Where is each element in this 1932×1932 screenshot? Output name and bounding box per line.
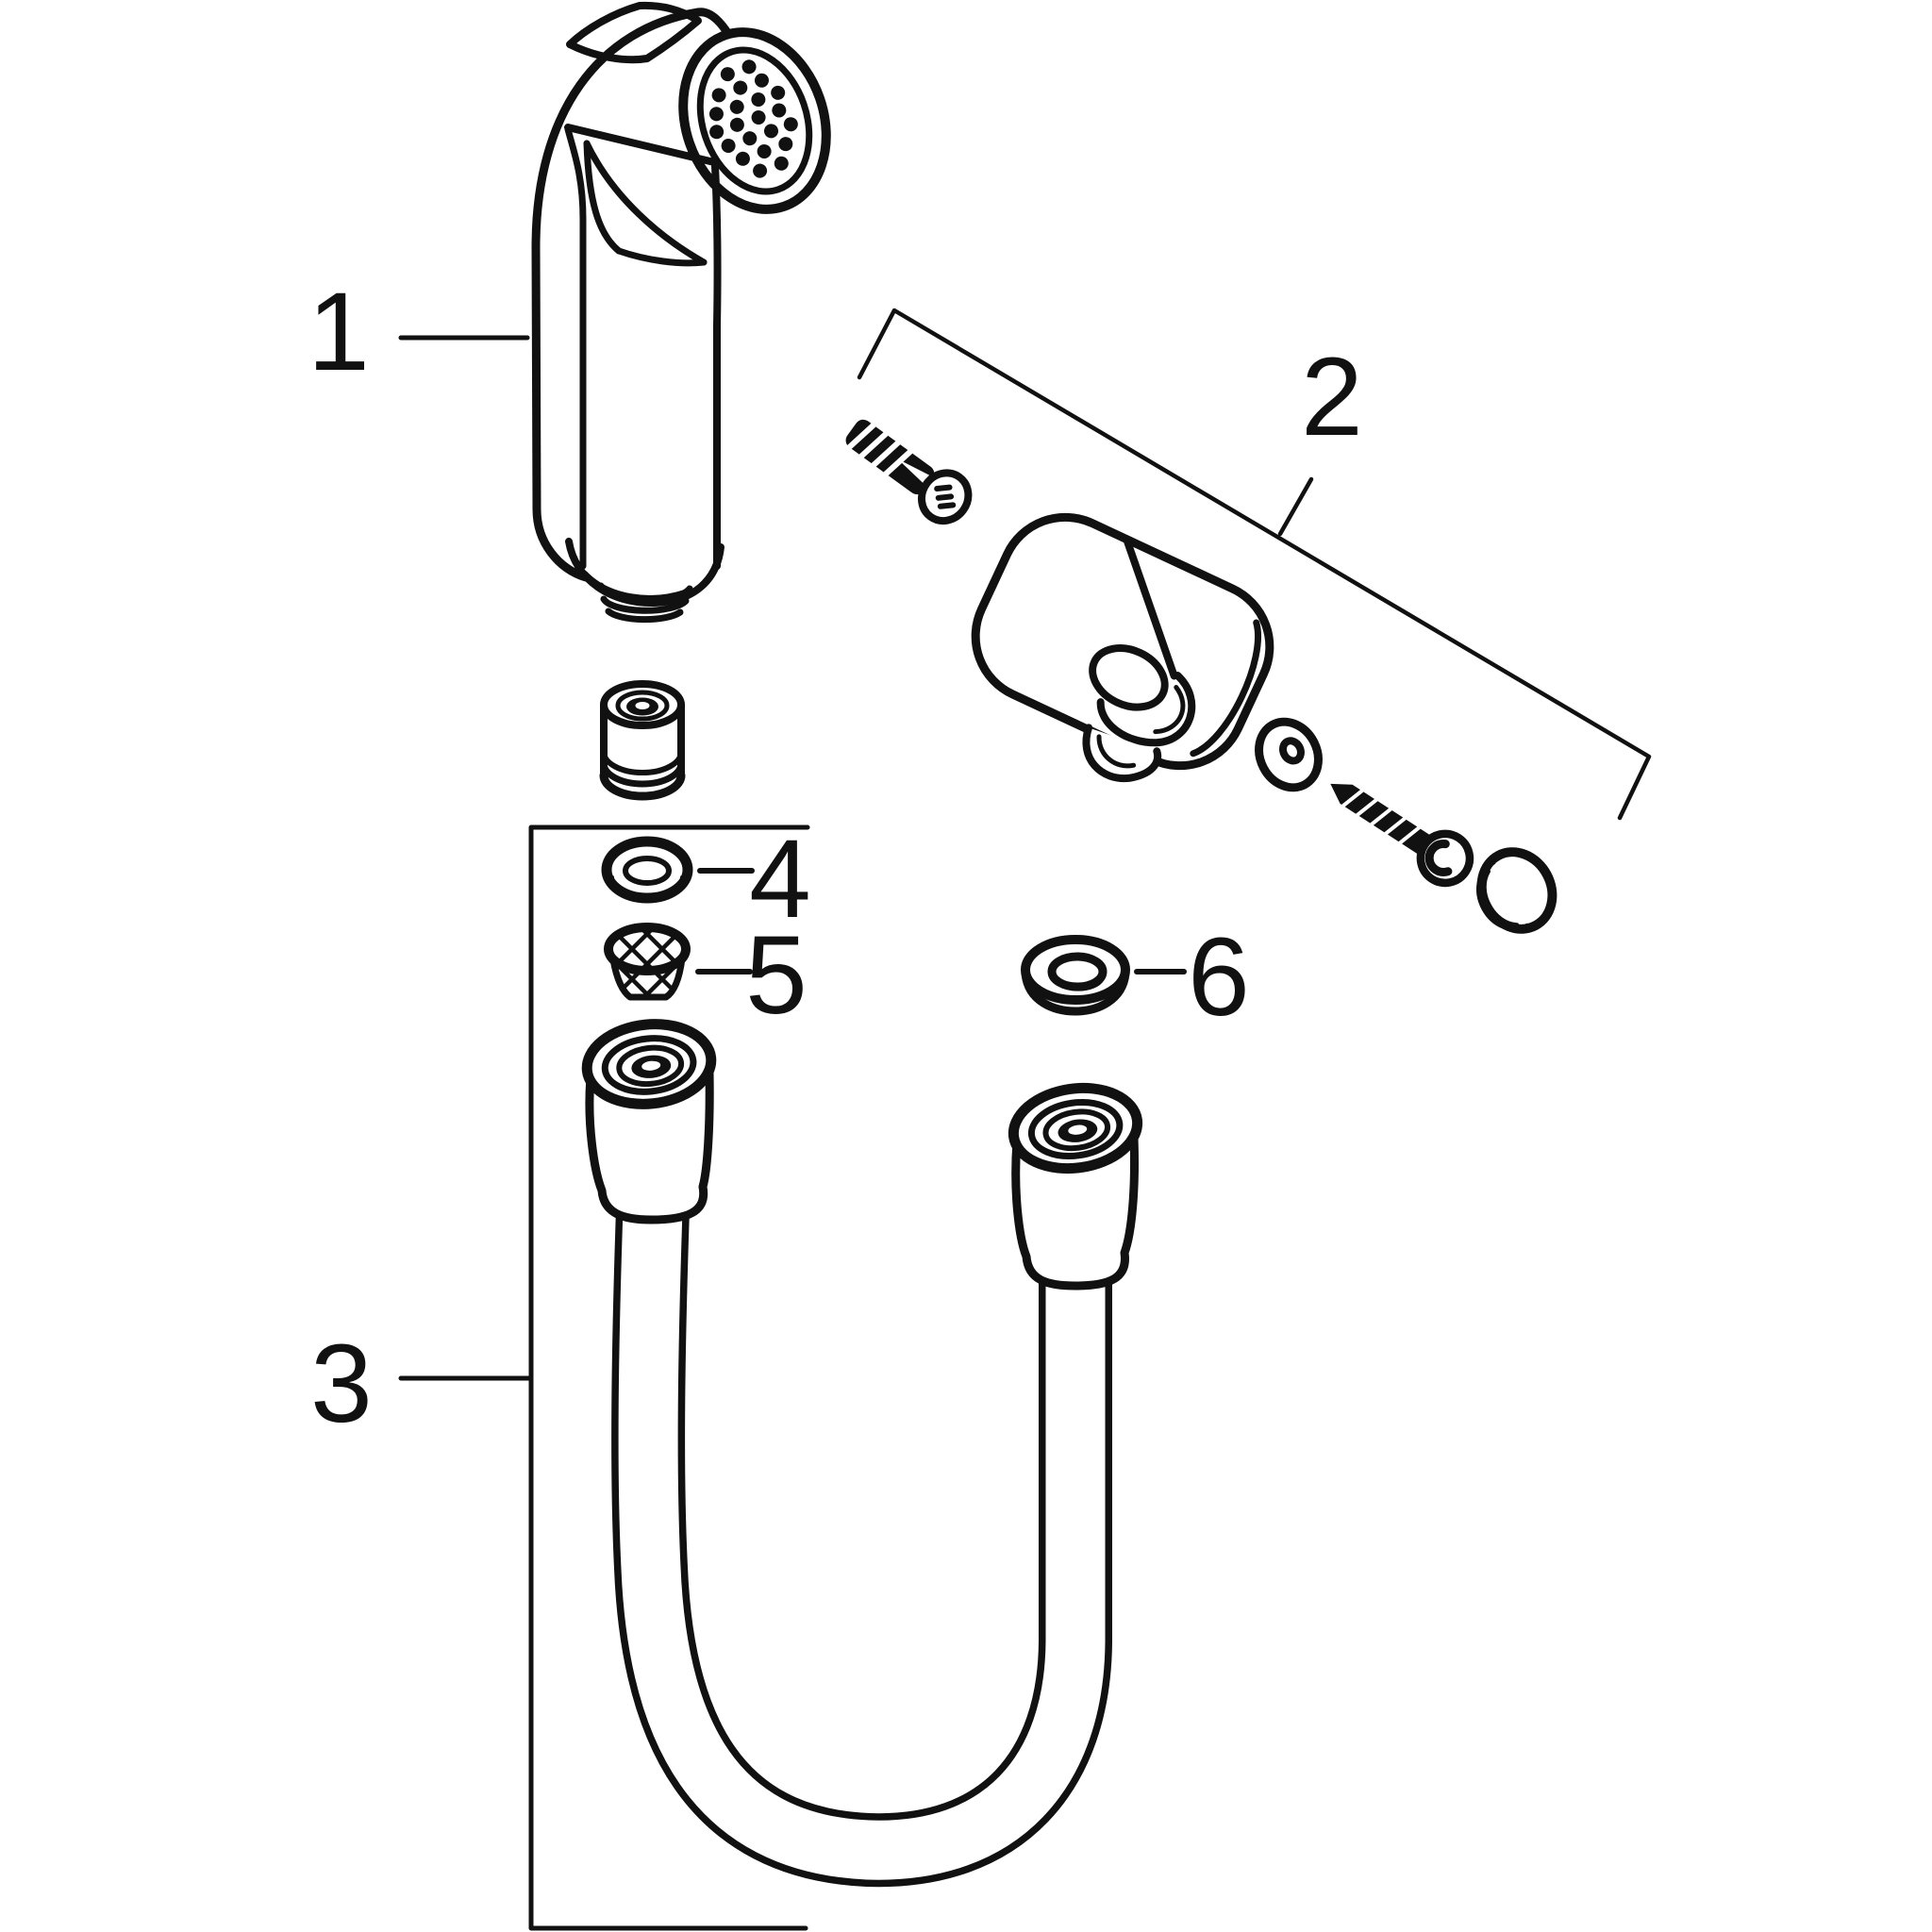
part-label-3: 3: [310, 1322, 373, 1446]
part-label-1: 1: [308, 270, 370, 394]
o-ring-seal: [601, 836, 693, 904]
part-label-5: 5: [745, 913, 808, 1038]
leader-line-2: [1277, 476, 1314, 537]
hose-nut-left: [581, 1019, 717, 1224]
hand-shower: [531, 1, 831, 624]
spray-nozzle-dots: [708, 59, 798, 178]
flat-washer: [1021, 935, 1130, 1016]
part-label-4: 4: [749, 817, 811, 941]
spray-face: [678, 27, 831, 214]
holder-grommet: [1255, 717, 1323, 792]
hose-nut-right: [1008, 1082, 1143, 1291]
cover-cap: [1476, 847, 1557, 934]
wall-plug-and-screw: [845, 419, 973, 525]
shower-hose: [611, 1208, 1112, 1888]
shower-holder: [971, 512, 1274, 782]
part-label-2: 2: [1301, 335, 1363, 459]
callout-lines: [398, 308, 1652, 1931]
check-valve-insert: [599, 680, 686, 801]
mounting-screw: [1330, 783, 1474, 888]
bracket-2: [857, 308, 1652, 821]
part-label-6: 6: [1188, 915, 1250, 1040]
